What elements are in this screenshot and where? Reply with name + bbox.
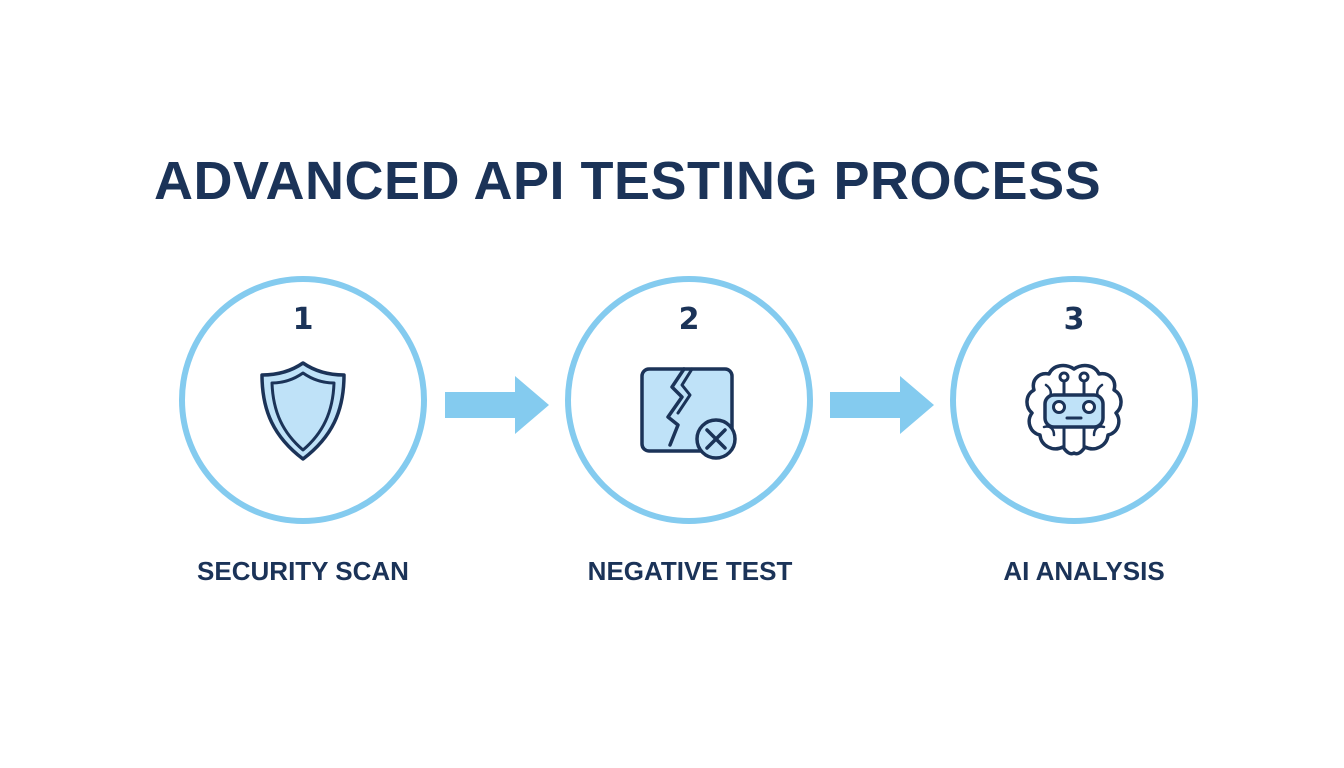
step-3-circle: 3 <box>950 276 1198 524</box>
arrow-right-icon <box>445 376 549 434</box>
step-3-number: 3 <box>1063 302 1085 337</box>
page-title: ADVANCED API TESTING PROCESS <box>154 151 1102 211</box>
step-1-label: SECURITY SCAN <box>197 556 409 586</box>
step-2-label: NEGATIVE TEST <box>587 556 793 586</box>
step-1-number: 1 <box>292 302 314 337</box>
step-3-label: AI ANALYSIS <box>1003 556 1165 586</box>
step-1-circle: 1 <box>179 276 427 524</box>
arrow-right-icon <box>830 376 934 434</box>
step-2-number: 2 <box>678 302 700 337</box>
step-2-circle: 2 <box>565 276 813 524</box>
ai-brain-robot-icon <box>1025 363 1123 456</box>
shield-icon <box>260 361 346 461</box>
broken-window-error-icon <box>640 367 737 460</box>
